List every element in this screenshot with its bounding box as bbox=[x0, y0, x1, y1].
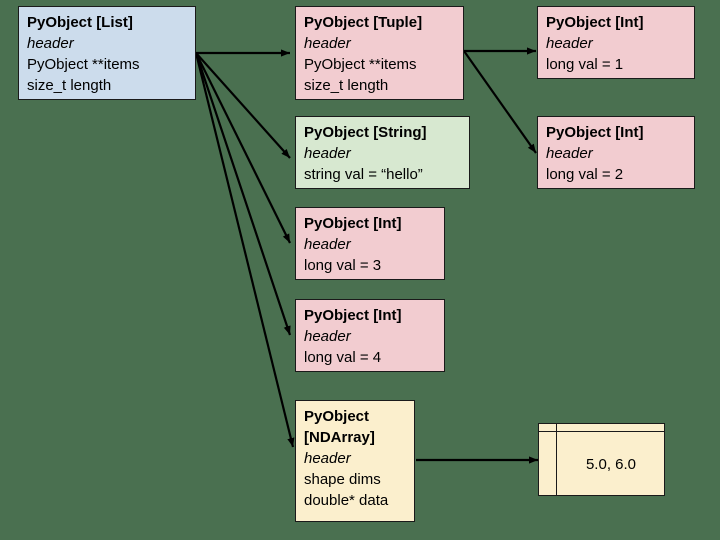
node-field-val: long val = 1 bbox=[546, 56, 624, 73]
node-pyobject-string[interactable]: PyObject [String] header string val = “h… bbox=[295, 116, 470, 189]
node-field-val: long val = 2 bbox=[546, 166, 624, 183]
node-header-field: header bbox=[304, 35, 351, 52]
node-header-field: header bbox=[304, 328, 351, 345]
node-title: PyObject [Int] bbox=[304, 307, 402, 324]
node-title: PyObject [Int] bbox=[304, 215, 402, 232]
node-title: PyObject [List] bbox=[27, 14, 133, 31]
node-data-buffer[interactable]: 5.0, 6.0 bbox=[538, 423, 665, 496]
buffer-header-row bbox=[539, 424, 664, 432]
edge-list-to-string bbox=[195, 52, 291, 159]
node-field-val: long val = 4 bbox=[304, 349, 382, 366]
node-field-length: size_t length bbox=[27, 77, 112, 94]
node-field-length: size_t length bbox=[304, 77, 389, 94]
node-field-shape: shape dims bbox=[304, 471, 381, 488]
edge-list-to-int3 bbox=[195, 52, 291, 244]
node-field-val: long val = 3 bbox=[304, 257, 382, 274]
node-pyobject-int-2[interactable]: PyObject [Int] header long val = 2 bbox=[537, 116, 695, 189]
node-pyobject-tuple[interactable]: PyObject [Tuple] header PyObject **items… bbox=[295, 6, 464, 100]
node-pyobject-int-1[interactable]: PyObject [Int] header long val = 1 bbox=[537, 6, 695, 79]
node-field-items: PyObject **items bbox=[27, 56, 140, 73]
node-title: PyObject [String] bbox=[304, 124, 427, 141]
edge-tuple-to-int2 bbox=[463, 50, 537, 154]
node-title: PyObject [Int] bbox=[546, 124, 644, 141]
buffer-values: 5.0, 6.0 bbox=[585, 455, 637, 473]
node-pyobject-ndarray[interactable]: PyObject [NDArray] header shape dims dou… bbox=[295, 400, 415, 522]
node-header-field: header bbox=[27, 35, 74, 52]
node-field-items: PyObject **items bbox=[304, 56, 417, 73]
node-title-line1: PyObject bbox=[304, 408, 370, 425]
node-pyobject-int-4[interactable]: PyObject [Int] header long val = 4 bbox=[295, 299, 445, 372]
node-title: PyObject [Tuple] bbox=[304, 14, 423, 31]
node-header-field: header bbox=[304, 450, 351, 467]
node-pyobject-int-3[interactable]: PyObject [Int] header long val = 3 bbox=[295, 207, 445, 280]
node-field-val: string val = “hello” bbox=[304, 166, 423, 183]
node-header-field: header bbox=[546, 35, 593, 52]
node-header-field: header bbox=[304, 236, 351, 253]
node-field-data: double* data bbox=[304, 492, 389, 509]
node-header-field: header bbox=[304, 145, 351, 162]
node-pyobject-list[interactable]: PyObject [List] header PyObject **items … bbox=[18, 6, 196, 100]
edge-list-to-int4 bbox=[194, 52, 292, 336]
buffer-index-column bbox=[539, 424, 557, 495]
node-title-line2: [NDArray] bbox=[304, 429, 375, 446]
edge-list-to-ndarray bbox=[194, 52, 295, 448]
node-title: PyObject [Int] bbox=[546, 14, 644, 31]
node-header-field: header bbox=[546, 145, 593, 162]
